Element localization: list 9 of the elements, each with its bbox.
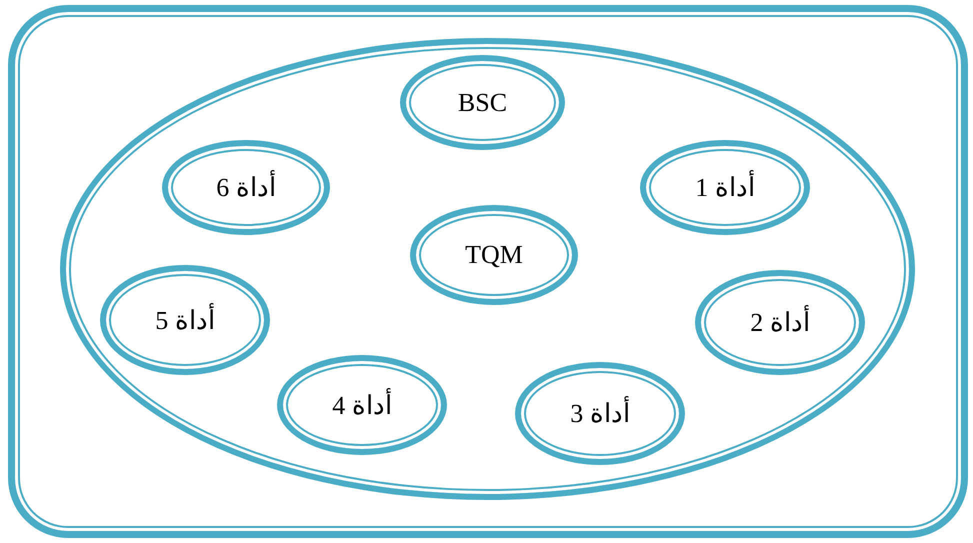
node-label: أداة 4 bbox=[332, 390, 392, 420]
node-label: أداة 3 bbox=[570, 398, 630, 429]
node-label: أداة 5 bbox=[155, 304, 215, 336]
rounded-frame bbox=[8, 5, 968, 538]
node-label: أداة 6 bbox=[216, 172, 276, 203]
node-label: أداة 2 bbox=[750, 307, 810, 338]
node-label: TQM bbox=[465, 240, 523, 270]
node-label: أداة 1 bbox=[695, 172, 755, 203]
node-label: BSC bbox=[458, 88, 508, 118]
